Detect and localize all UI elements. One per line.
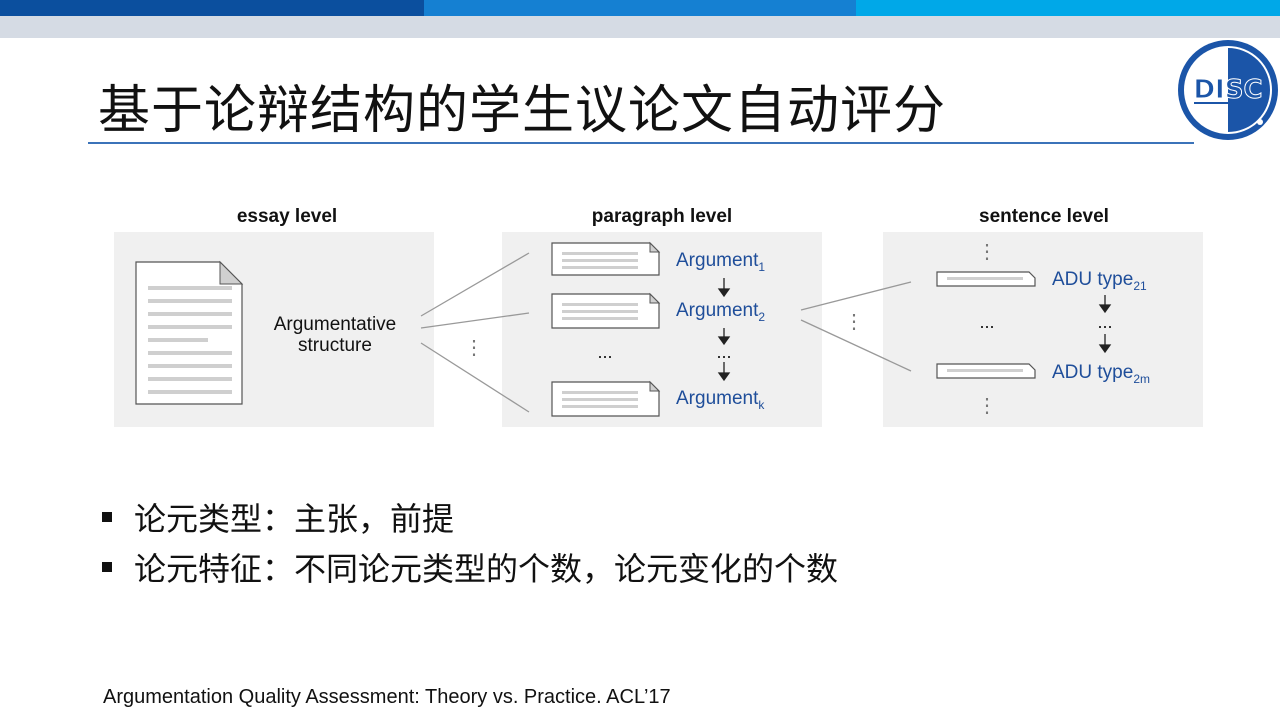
argument-1-label: Argument1 (676, 250, 765, 274)
essay-label-line1: Argumentative (274, 314, 397, 335)
argument-structure-figure: essay level paragraph level sentence lev… (114, 206, 1203, 427)
bullet-square-icon (102, 562, 112, 572)
disc-logo-icon: DISC (1178, 40, 1278, 140)
paragraph-doc-icon-1 (551, 241, 661, 276)
bullet-item: 论元类型：主张，前提 (100, 492, 838, 542)
paragraph-arrows (717, 278, 731, 382)
slide-title: 基于论辩结构的学生议论文自动评分 (98, 81, 947, 141)
sub-bar (0, 16, 1280, 38)
sentence-level-panel (883, 232, 1203, 427)
sentence-top-ellipsis: ⋮ (977, 241, 997, 263)
paragraph-doc-icon-2 (551, 292, 661, 329)
bullet-square-icon (102, 512, 112, 522)
bullet-list: 论元类型：主张，前提 论元特征：不同论元类型的个数，论元变化的个数 (100, 492, 838, 592)
top-bar-segment-dark (0, 0, 424, 16)
title-underline (88, 142, 1194, 144)
argument-k-label: Argumentk (676, 388, 765, 412)
top-color-bar (0, 0, 1280, 16)
sentence-level-heading: sentence level (979, 206, 1109, 227)
adu-type-2m-label: ADU type2m (1052, 362, 1150, 386)
between-ellipsis-1: ⋮ (464, 337, 484, 359)
sentence-bottom-ellipsis: ⋮ (977, 395, 997, 417)
bullet-item: 论元特征：不同论元类型的个数，论元变化的个数 (100, 542, 838, 592)
between-ellipsis-2: ⋮ (844, 311, 864, 333)
essay-to-paragraph-connectors (420, 252, 530, 413)
essay-label-line2: structure (298, 335, 372, 356)
sentence-arrow-ellipsis: ... (1097, 312, 1112, 332)
adu-type-21-label: ADU type21 (1052, 269, 1147, 293)
paragraph-level-heading: paragraph level (592, 206, 732, 227)
logo-text: DISC (1193, 75, 1262, 105)
sentence-doc-icon-1 (936, 271, 1036, 287)
paragraph-arrow-ellipsis: ... (716, 342, 731, 362)
sentence-arrows (1098, 295, 1112, 354)
top-bar-segment-light (856, 0, 1280, 16)
essay-level-heading: essay level (237, 206, 337, 227)
top-bar-segment-mid (424, 0, 856, 16)
essay-document-icon (135, 260, 244, 405)
sentence-ellipsis: ... (979, 312, 994, 332)
sentence-doc-icon-2 (936, 363, 1036, 379)
argument-2-label: Argument2 (676, 300, 765, 324)
paragraph-ellipsis: ... (597, 342, 612, 362)
bullet-text: 论元特征：不同论元类型的个数，论元变化的个数 (134, 550, 839, 588)
paragraph-to-sentence-connectors (800, 281, 912, 372)
citation: Argumentation Quality Assessment: Theory… (103, 686, 671, 708)
bullet-text: 论元类型：主张，前提 (134, 500, 455, 538)
paragraph-level-panel (502, 232, 822, 427)
paragraph-doc-icon-3 (551, 380, 661, 417)
